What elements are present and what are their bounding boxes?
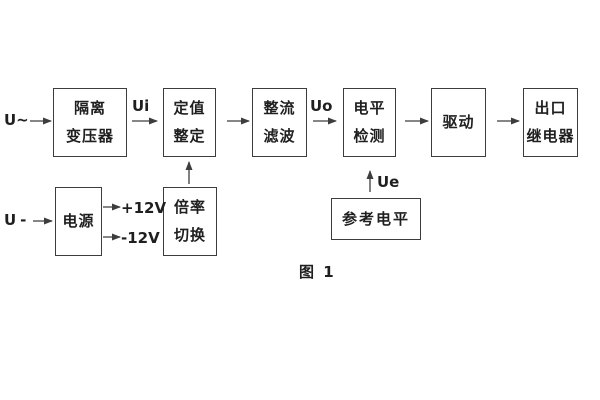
block-isolation-transformer: 隔离 变压器 [53, 88, 127, 157]
block-driver: 驱动 [431, 88, 486, 157]
block-ratio-switch: 倍率 切换 [163, 187, 217, 256]
block-level-detect: 电平 检测 [343, 88, 396, 157]
signal-label-ue: Ue [377, 173, 400, 191]
block-rectifier-filter: 整流 滤波 [252, 88, 307, 157]
signal-label-ui: Ui [132, 97, 150, 115]
block-label: 整流 [263, 99, 296, 117]
signal-label-u-ac: U~ [4, 111, 29, 129]
block-label: 继电器 [526, 127, 575, 145]
signal-label-uo: Uo [310, 97, 333, 115]
block-label: 定值 [173, 99, 206, 117]
block-label: 切换 [173, 226, 206, 244]
block-label: 变压器 [65, 127, 114, 145]
block-label: 电源 [62, 212, 95, 230]
block-label: 参考电平 [341, 209, 410, 228]
block-label: 倍率 [173, 198, 206, 216]
signal-label-u-dc: U- [4, 211, 31, 229]
block-setting-adjust: 定值 整定 [163, 88, 216, 157]
block-label: 驱动 [442, 113, 475, 131]
block-label: 整定 [173, 127, 206, 145]
block-label: 滤波 [263, 127, 296, 145]
block-power-supply: 电源 [55, 187, 102, 256]
block-label: 出口 [534, 99, 567, 117]
figure-caption: 图 1 [299, 263, 336, 281]
block-reference-level: 参考电平 [331, 198, 421, 240]
block-label: 电平 [353, 99, 386, 117]
signal-label-minus12v: -12V [121, 229, 160, 247]
block-output-relay: 出口 继电器 [523, 88, 578, 157]
signal-label-plus12v: +12V [121, 199, 167, 217]
block-label: 检测 [353, 127, 386, 145]
block-label: 隔离 [73, 99, 106, 117]
